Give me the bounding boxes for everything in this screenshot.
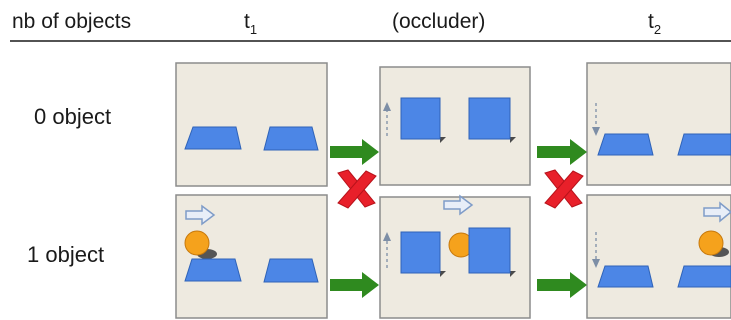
- screen-raised-right: [468, 227, 511, 274]
- screen-raised-right: [468, 97, 511, 140]
- panel-frame: [175, 62, 328, 187]
- ball-object: [698, 230, 724, 256]
- panel-row1-t2: [586, 194, 731, 319]
- row-label-0-object: 0 object: [34, 104, 111, 129]
- header-t1: t1: [244, 10, 257, 37]
- screen-left: [597, 265, 654, 288]
- red-x-icon: [337, 169, 377, 209]
- green-arrow-icon: [330, 139, 379, 165]
- screen-right: [677, 133, 731, 156]
- green-arrow-icon: [330, 272, 379, 298]
- red-x-icon: [544, 169, 584, 209]
- right-arrow-icon: [443, 194, 474, 216]
- screen-shadow: [440, 137, 446, 143]
- screen-left: [597, 133, 654, 156]
- screen-left: [184, 126, 242, 150]
- panel-row1-t1: [175, 194, 328, 319]
- panel-row1-occluder: [379, 194, 531, 319]
- header-occluder: (occluder): [392, 10, 485, 33]
- header-t2: t2: [648, 10, 661, 37]
- green-arrow-icon: [537, 139, 587, 165]
- right-arrow-icon: [185, 204, 216, 226]
- panel-frame: [586, 62, 731, 186]
- dashed-arrow-icon: [592, 232, 600, 268]
- row-label-1-object: 1 object: [27, 242, 104, 267]
- dashed-arrow-icon: [383, 232, 391, 268]
- header-t2-sub: 2: [654, 22, 661, 37]
- panel-row0-t1: [175, 62, 328, 187]
- panel-row0-occluder: [379, 66, 531, 186]
- header-t2-main: t: [648, 10, 654, 33]
- dashed-arrow-icon: [383, 102, 391, 136]
- header-nb-of-objects: nb of objects: [12, 10, 131, 33]
- header-t1-main: t: [244, 10, 250, 33]
- header-t1-sub: 1: [250, 22, 257, 37]
- screen-right: [677, 265, 731, 288]
- panel-row0-t2: [586, 62, 731, 186]
- screen-shadow: [440, 271, 446, 277]
- screen-right: [263, 126, 319, 151]
- screen-shadow: [510, 271, 516, 277]
- green-arrow-icon: [537, 272, 587, 298]
- right-arrow-icon: [703, 201, 731, 223]
- ball-object: [184, 230, 210, 256]
- header-row: nb of objects t1 (occluder) t2: [10, 10, 731, 42]
- dashed-arrow-icon: [592, 103, 600, 136]
- screen-raised-left: [400, 231, 441, 274]
- screen-raised-left: [400, 97, 441, 140]
- screen-left: [184, 258, 242, 282]
- screen-shadow: [510, 137, 516, 143]
- screen-right: [263, 258, 319, 283]
